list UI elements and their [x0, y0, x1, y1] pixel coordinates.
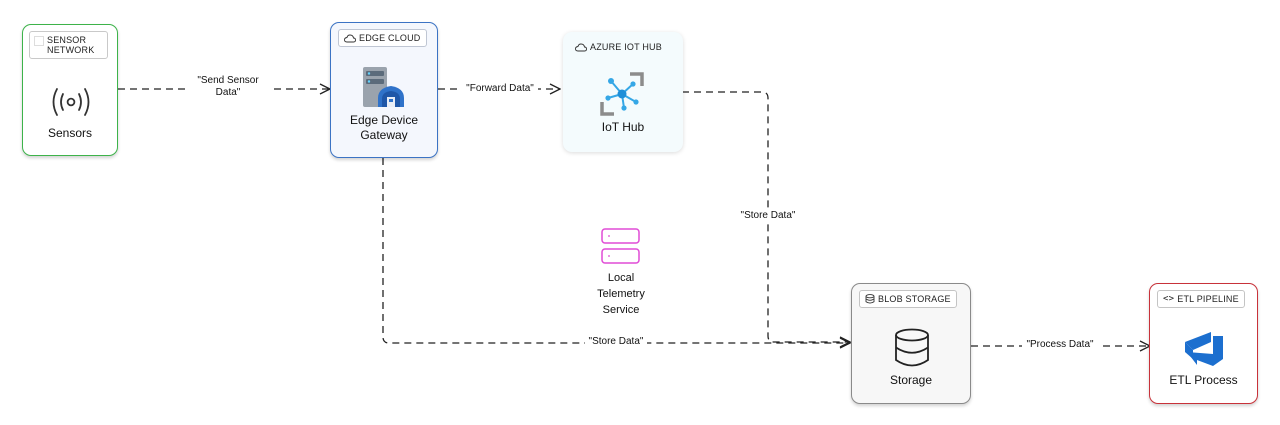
etl-pipeline-tag-text: ETL PIPELINE — [1177, 294, 1239, 304]
edge-gateway-label-line: Gateway — [360, 128, 408, 142]
local-telemetry-label: Local Telemetry Service — [578, 270, 664, 318]
sensor-network-tag-line: SENSOR — [47, 35, 87, 45]
edge-store-data-edge[interactable] — [382, 158, 850, 343]
blob-storage-tag-text: BLOB STORAGE — [878, 294, 951, 304]
local-telemetry-label-line: Local — [607, 272, 635, 284]
edge-label-send-sensor-data: "Send Sensor Data" — [186, 75, 270, 99]
azure-iot-hub-tag-text: AZURE IOT HUB — [590, 42, 662, 52]
local-telemetry-label-line: Service — [602, 304, 640, 316]
local-telemetry-service[interactable]: Local Telemetry Service — [578, 226, 664, 320]
azure-devops-icon — [1185, 332, 1223, 366]
etl-process-label: ETL Process — [1169, 373, 1238, 387]
cloud-icon — [575, 43, 587, 51]
blob-storage-tag: BLOB STORAGE — [859, 290, 957, 308]
storage-label: Storage — [889, 373, 933, 387]
database-small-icon — [865, 294, 875, 304]
edge-label-forward-data: "Forward Data" — [462, 83, 538, 95]
edge-label-process-data: "Process Data" — [1022, 339, 1098, 351]
edge-label-store-data-edge: "Store Data" — [585, 336, 647, 348]
edge-cloud-tag-text: EDGE CLOUD — [359, 33, 421, 43]
sensors-label: Sensors — [47, 126, 93, 140]
edge-gateway-node[interactable]: EDGE CLOUD Edge Device Gateway — [330, 22, 438, 158]
etl-pipeline-node[interactable]: <> ETL PIPELINE ETL Process — [1149, 283, 1258, 404]
sensor-network-tag: SENSOR NETWORK — [29, 31, 108, 59]
edge-cloud-tag: EDGE CLOUD — [338, 29, 427, 47]
cloud-icon — [344, 34, 356, 42]
code-brackets-icon: <> — [1163, 294, 1175, 304]
edge-gateway-label-line: Edge Device — [349, 113, 419, 127]
edge-label-line: Data" — [215, 87, 241, 98]
edge-label-store-data-hub: "Store Data" — [735, 210, 801, 222]
stacked-server-icon — [601, 228, 640, 264]
edge-gateway-label: Edge Device Gateway — [331, 113, 437, 143]
local-telemetry-label-line: Telemetry — [597, 288, 645, 300]
sensor-network-tag-line: NETWORK — [47, 45, 95, 55]
sensor-network-tag-icon — [34, 36, 44, 46]
antenna-icon — [52, 88, 90, 116]
azure-iot-hub-tag: AZURE IOT HUB — [569, 38, 668, 56]
blob-storage-node[interactable]: BLOB STORAGE Storage — [851, 283, 971, 404]
server-gateway-icon — [363, 67, 404, 107]
iot-hub-node[interactable]: AZURE IOT HUB IoT Hub — [563, 32, 683, 152]
iot-hub-icon — [600, 72, 644, 116]
edge-label-line: "Send Sensor — [197, 75, 259, 86]
iot-hub-label: IoT Hub — [601, 120, 645, 134]
database-icon — [895, 328, 929, 367]
etl-pipeline-tag: <> ETL PIPELINE — [1157, 290, 1245, 308]
sensors-node[interactable]: SENSOR NETWORK Sensors — [22, 24, 118, 156]
